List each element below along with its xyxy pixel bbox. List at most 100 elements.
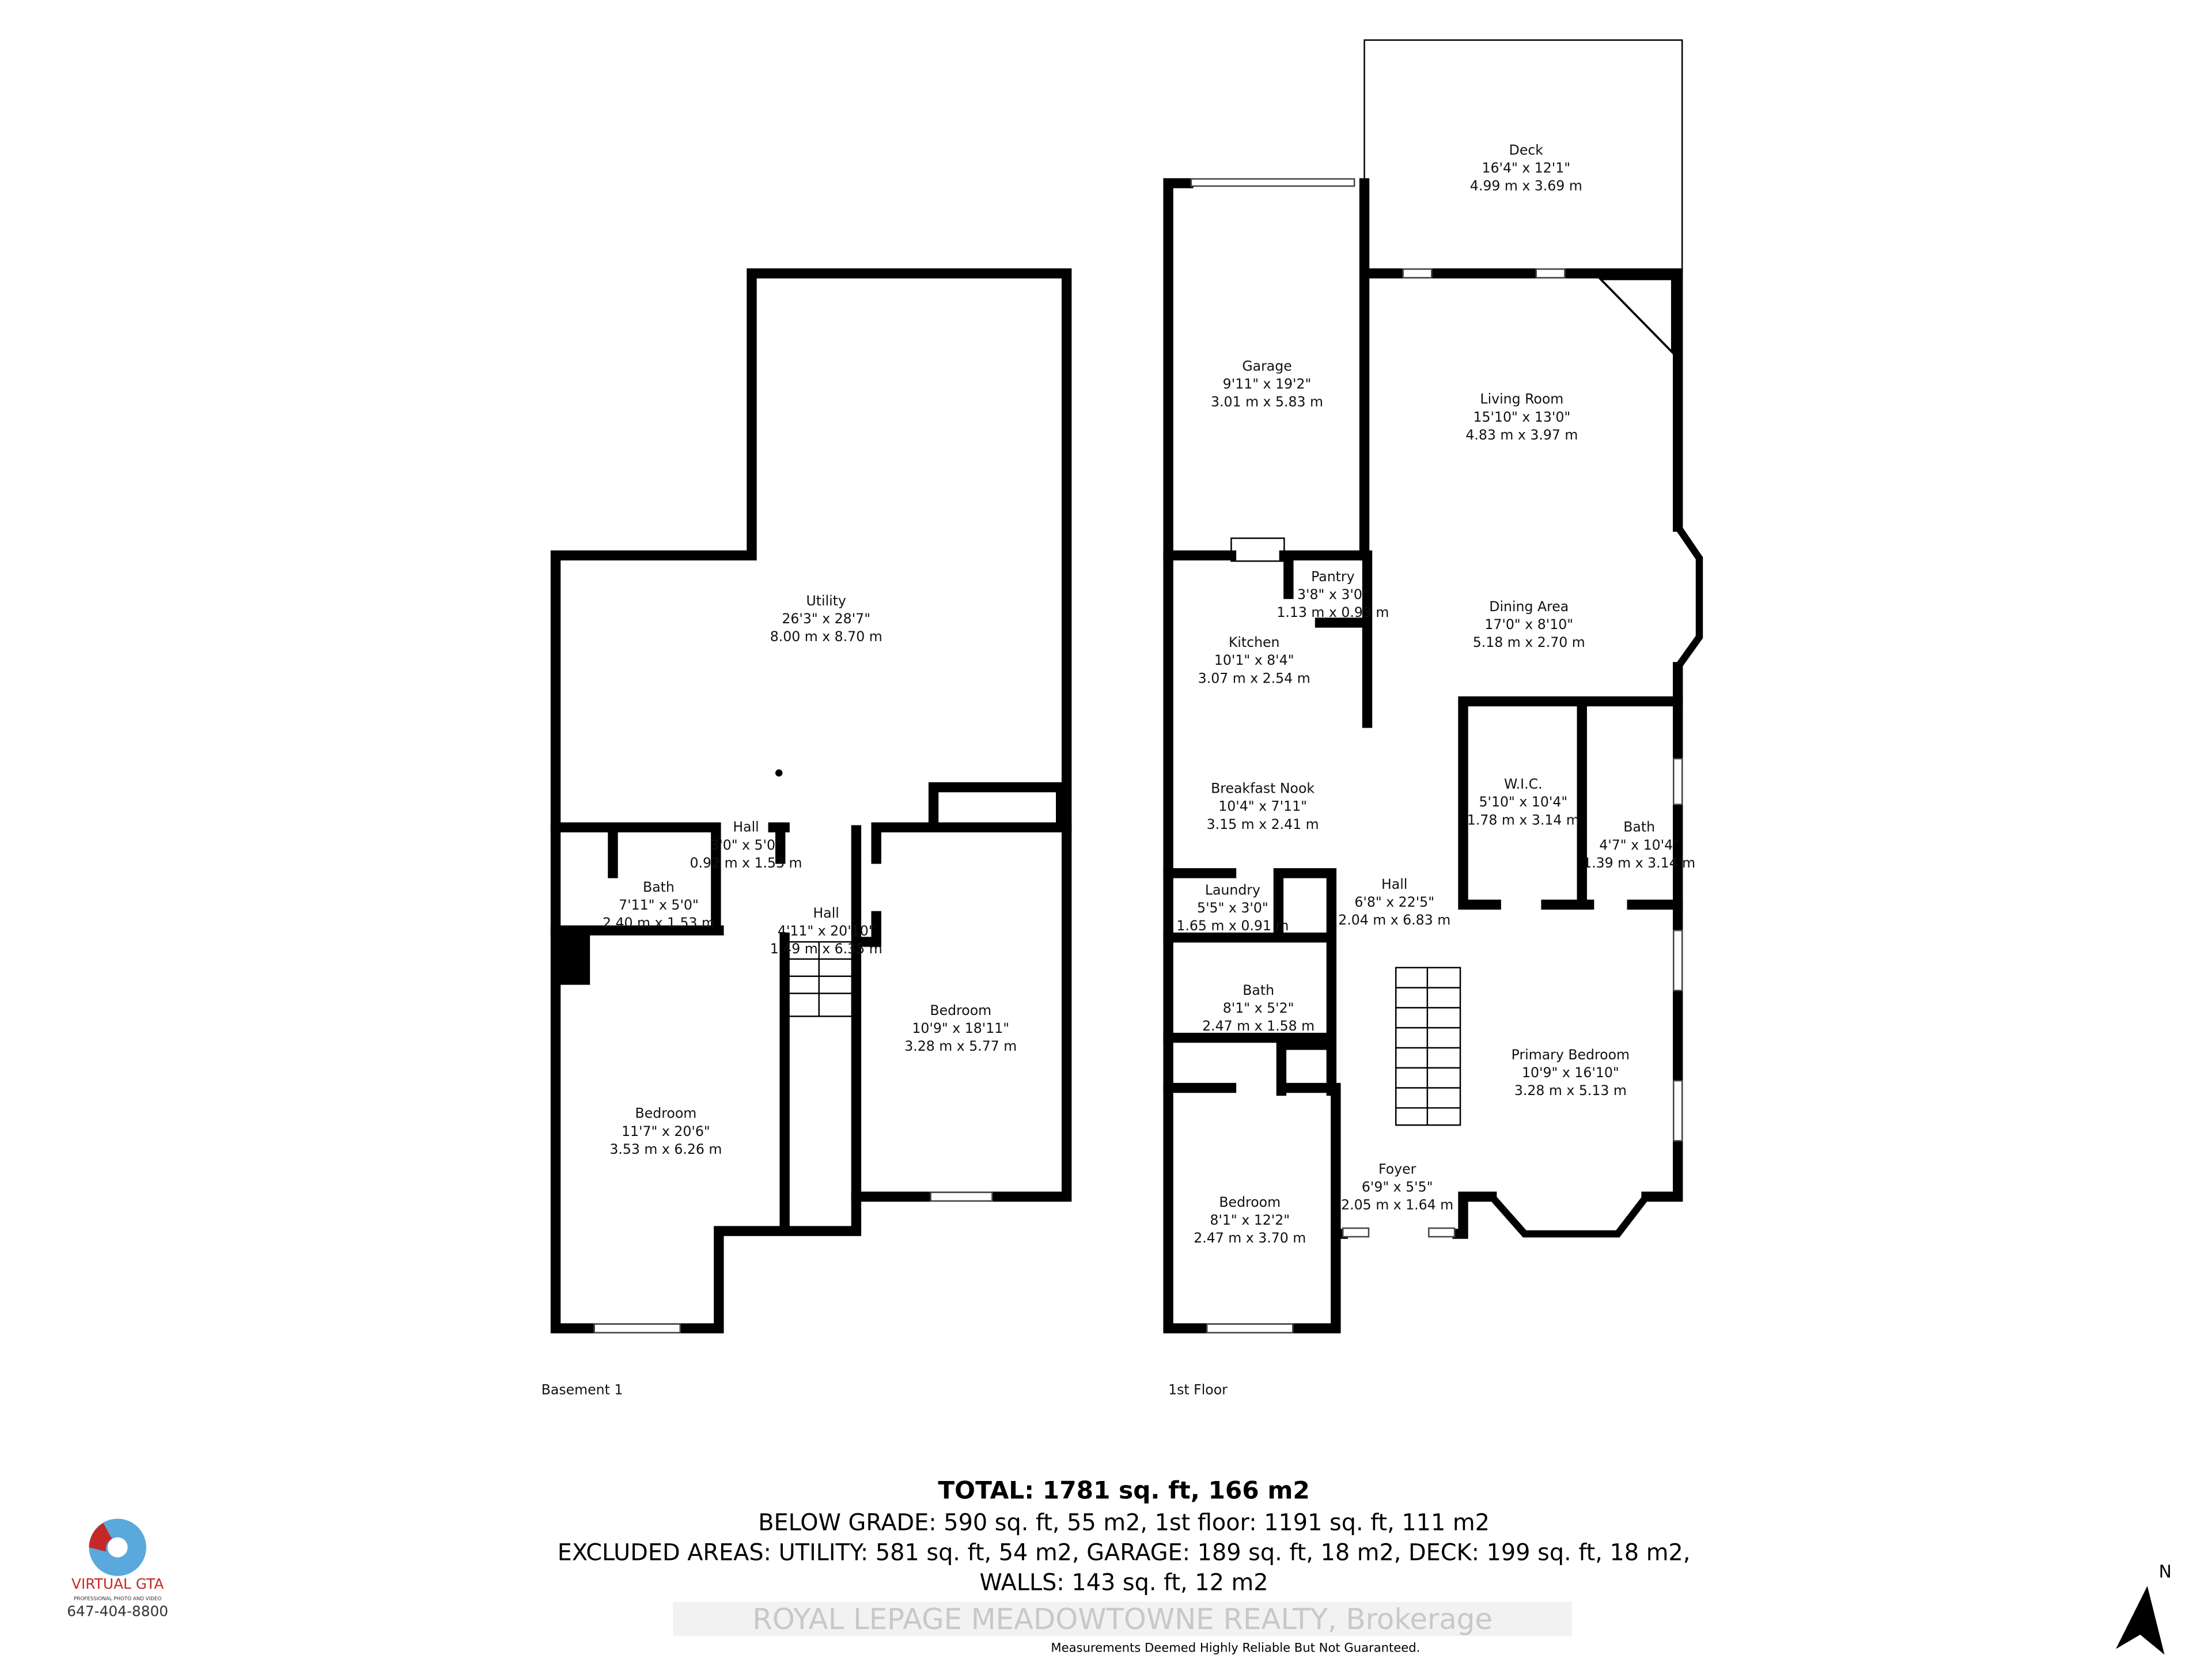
room-imperial: 10'9" x 18'11": [912, 1020, 1009, 1036]
room-name: Bedroom: [930, 1002, 991, 1018]
room-name: Kitchen: [1229, 634, 1280, 650]
room-name: Hall: [733, 819, 759, 835]
room-metric: 3.28 m x 5.77 m: [904, 1038, 1017, 1054]
room-metric: 2.47 m x 3.70 m: [1194, 1230, 1306, 1246]
first-floor-plan: 1st Floor: [1163, 39, 1703, 1397]
first-floor-interior-walls: [1163, 550, 1683, 1239]
room-label: Bedroom 10'9" x 18'11" 3.28 m x 5.77 m: [904, 1002, 1017, 1054]
room-imperial: 3'0" x 5'0": [710, 837, 782, 853]
room-name: Breakfast Nook: [1211, 781, 1315, 797]
room-metric: 1.78 m x 3.14 m: [1467, 812, 1580, 828]
basement-plan: Basement 1: [541, 268, 1072, 1397]
room-imperial: 15'10" x 13'0": [1474, 409, 1571, 425]
brokerage-watermark: ROYAL LEPAGE MEADOWTOWNE REALTY, Brokera…: [752, 1603, 1493, 1636]
room-label: Living Room 15'10" x 13'0" 4.83 m x 3.97 m: [1465, 391, 1578, 443]
room-metric: 0.92 m x 1.53 m: [690, 855, 802, 871]
floor-label-first: 1st Floor: [1168, 1381, 1228, 1397]
room-metric: 3.53 m x 6.26 m: [609, 1141, 722, 1157]
primary-bedroom-bay-window: [1489, 1194, 1649, 1238]
total-area: TOTAL: 1781 sq. ft, 166 m2: [938, 1476, 1309, 1505]
room-imperial: 8'1" x 5'2": [1223, 1000, 1294, 1016]
room-name: W.I.C.: [1504, 776, 1543, 792]
room-name: Bath: [643, 879, 675, 895]
room-label: Hall 3'0" x 5'0" 0.92 m x 1.53 m: [690, 819, 802, 871]
room-name: Bedroom: [635, 1105, 697, 1122]
room-name: Hall: [813, 905, 839, 921]
room-metric: 2.47 m x 1.58 m: [1202, 1018, 1315, 1034]
room-name: Deck: [1509, 142, 1544, 158]
summary-line-3: WALLS: 143 sq. ft, 12 m2: [980, 1570, 1268, 1596]
room-name: Bath: [1623, 819, 1655, 835]
north-label: N: [2159, 1562, 2172, 1582]
basement-column: [555, 930, 590, 985]
basement-stairs-icon: [786, 941, 853, 1017]
room-imperial: 10'4" x 7'11": [1218, 798, 1307, 815]
room-name: Hall: [1381, 876, 1407, 892]
logo-phone: 647-404-8800: [67, 1603, 168, 1619]
room-imperial: 7'11" x 5'0": [619, 897, 699, 913]
logo-tagline: PROFESSIONAL PHOTO AND VIDEO: [74, 1596, 161, 1602]
first-floor-stairs-icon: [1395, 967, 1461, 1126]
room-imperial: 6'9" x 5'5": [1362, 1179, 1433, 1195]
room-imperial: 10'1" x 8'4": [1214, 652, 1294, 668]
room-label: W.I.C. 5'10" x 10'4" 1.78 m x 3.14 m: [1467, 776, 1580, 828]
room-name: Laundry: [1205, 882, 1260, 898]
room-imperial: 4'7" x 10'4": [1599, 837, 1679, 853]
room-name: Bath: [1243, 982, 1274, 998]
room-imperial: 5'5" x 3'0": [1197, 900, 1268, 916]
room-name: Utility: [806, 593, 846, 609]
room-label: Bath 7'11" x 5'0" 2.40 m x 1.53 m: [603, 879, 715, 931]
room-name: Living Room: [1480, 391, 1563, 407]
summary-line-1: BELOW GRADE: 590 sq. ft, 55 m2, 1st floo…: [758, 1509, 1490, 1536]
bedroom-window: [1206, 1323, 1294, 1334]
room-label: Bath 8'1" x 5'2" 2.47 m x 1.58 m: [1202, 982, 1315, 1034]
room-imperial: 5'10" x 10'4": [1479, 794, 1567, 810]
room-metric: 1.13 m x 0.93 m: [1277, 604, 1389, 620]
living-room-bay-window: [1675, 524, 1703, 669]
room-metric: 1.65 m x 0.91 m: [1176, 918, 1289, 934]
room-imperial: 11'7" x 20'6": [622, 1123, 710, 1139]
room-imperial: 17'0" x 8'10": [1484, 616, 1573, 632]
logo-brand: VIRTUAL GTA: [71, 1575, 164, 1592]
room-metric: 3.15 m x 2.41 m: [1207, 816, 1319, 832]
room-name: Garage: [1242, 358, 1291, 374]
room-name: Primary Bedroom: [1512, 1047, 1630, 1063]
primary-bedroom-window: [1673, 929, 1683, 991]
deck-window: [1535, 268, 1566, 279]
room-metric: 2.40 m x 1.53 m: [603, 915, 715, 931]
bath-window: [1673, 757, 1683, 805]
virtual-gta-logo: VIRTUAL GTA PROFESSIONAL PHOTO AND VIDEO…: [67, 1518, 168, 1619]
room-label: Laundry 5'5" x 3'0" 1.65 m x 0.91 m: [1176, 882, 1289, 934]
area-summary: TOTAL: 1781 sq. ft, 166 m2 BELOW GRADE: …: [558, 1476, 1691, 1655]
room-metric: 3.01 m x 5.83 m: [1211, 394, 1323, 410]
room-name: Pantry: [1311, 569, 1355, 585]
disclaimer: Measurements Deemed Highly Reliable But …: [1051, 1641, 1420, 1655]
north-arrow-icon: N: [2116, 1562, 2172, 1655]
room-imperial: 3'8" x 3'0": [1297, 586, 1369, 603]
basement-window: [593, 1323, 681, 1334]
room-imperial: 10'9" x 16'10": [1522, 1065, 1619, 1081]
room-metric: 4.99 m x 3.69 m: [1470, 177, 1582, 194]
basement-outer-wall: [550, 268, 1072, 1334]
room-imperial: 26'3" x 28'7": [782, 611, 870, 627]
primary-bedroom-window: [1673, 1080, 1683, 1142]
floor-label-basement: Basement 1: [541, 1381, 623, 1397]
room-metric: 2.05 m x 1.64 m: [1341, 1197, 1453, 1213]
room-metric: 4.83 m x 3.97 m: [1465, 427, 1578, 443]
first-floor-outer-wall: [1163, 178, 1683, 1334]
room-metric: 1.49 m x 6.35 m: [770, 941, 882, 957]
room-metric: 2.04 m x 6.83 m: [1338, 912, 1450, 928]
room-name: Dining Area: [1489, 599, 1569, 615]
garage-door: [1190, 178, 1355, 187]
